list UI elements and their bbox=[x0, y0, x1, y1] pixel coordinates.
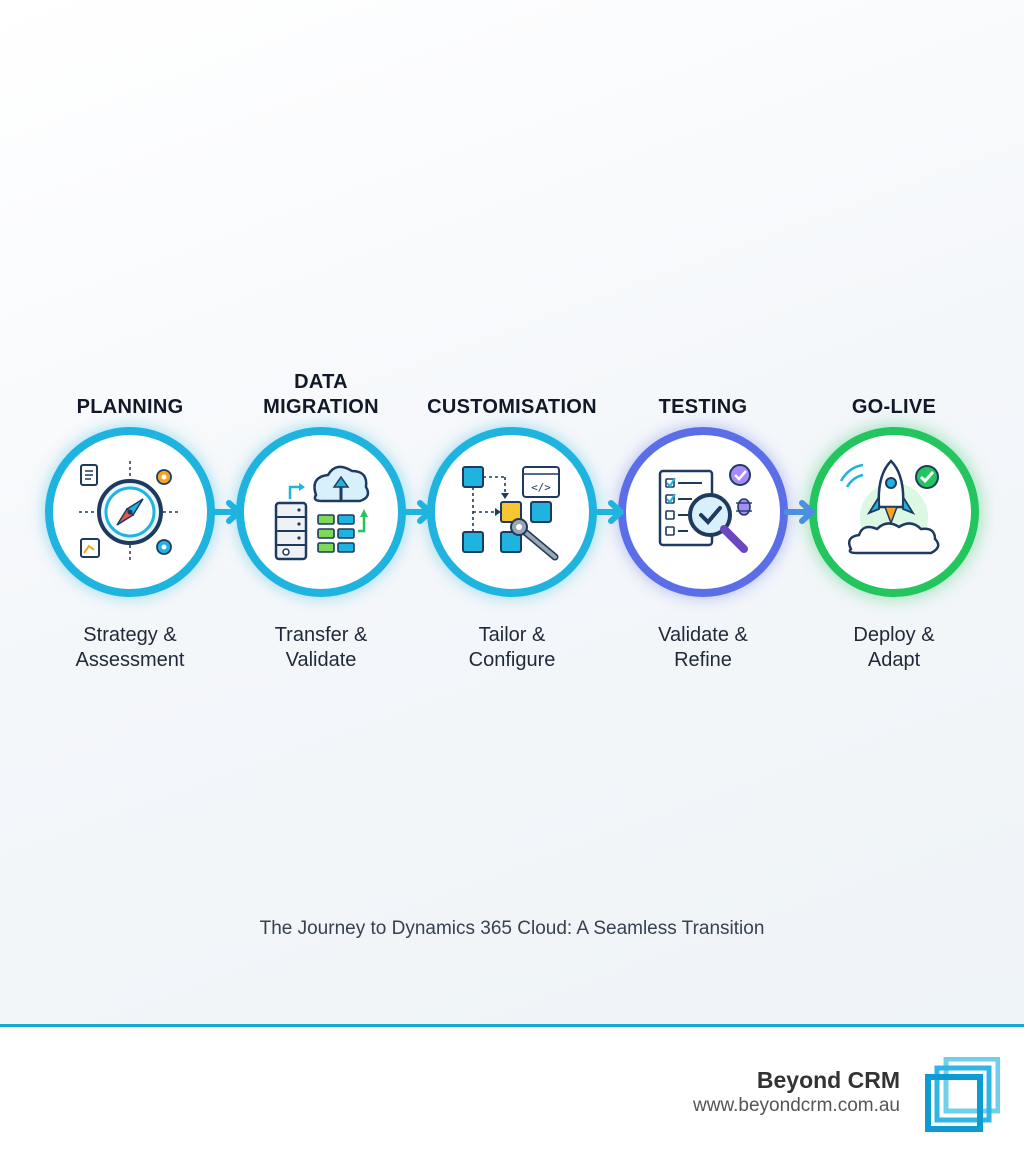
step-ring bbox=[236, 427, 406, 597]
checklist-magnifier-icon bbox=[658, 464, 752, 553]
footer: Beyond CRM www.beyondcrm.com.au bbox=[0, 1024, 1024, 1154]
arrow-right-icon bbox=[784, 500, 815, 524]
step-ring bbox=[45, 427, 215, 597]
process-diagram: PLANNING bbox=[35, 355, 989, 939]
brand-url[interactable]: www.beyondcrm.com.au bbox=[693, 1095, 900, 1116]
step-subtitle: Deploy & Adapt bbox=[853, 624, 935, 671]
beyond-crm-logo-icon bbox=[925, 1057, 1000, 1132]
arrow-right-icon bbox=[593, 500, 624, 524]
workflow-wrench-icon: </> bbox=[462, 466, 560, 561]
step-ring: </> bbox=[427, 427, 597, 597]
step-subtitle: Tailor & Configure bbox=[468, 624, 556, 671]
step-title: GO-LIVE bbox=[851, 396, 937, 418]
svg-text:</>: </> bbox=[531, 481, 551, 494]
diagram-caption: The Journey to Dynamics 365 Cloud: A Sea… bbox=[259, 918, 765, 939]
step-go-live: GO-LIVE Deploy & Adapt bbox=[799, 355, 989, 685]
step-testing: TESTING bbox=[608, 355, 798, 685]
step-customisation: CUSTOMISATION </> bbox=[417, 355, 607, 685]
step-subtitle: Transfer & Validate bbox=[274, 624, 368, 671]
rocket-icon bbox=[839, 459, 940, 555]
cloud-server-icon bbox=[274, 465, 370, 561]
brand-name: Beyond CRM bbox=[756, 1067, 900, 1093]
step-ring bbox=[618, 427, 788, 597]
arrow-right-icon bbox=[211, 500, 242, 524]
step-subtitle: Strategy & Assessment bbox=[75, 624, 185, 671]
step-ring bbox=[809, 427, 979, 597]
step-title: PLANNING bbox=[76, 396, 184, 418]
compass-icon bbox=[79, 461, 181, 563]
arrow-right-icon bbox=[402, 500, 433, 524]
step-title: TESTING bbox=[658, 396, 748, 418]
step-title: CUSTOMISATION bbox=[427, 396, 597, 418]
step-subtitle: Validate & Refine bbox=[658, 624, 748, 671]
step-planning: PLANNING bbox=[35, 355, 225, 685]
